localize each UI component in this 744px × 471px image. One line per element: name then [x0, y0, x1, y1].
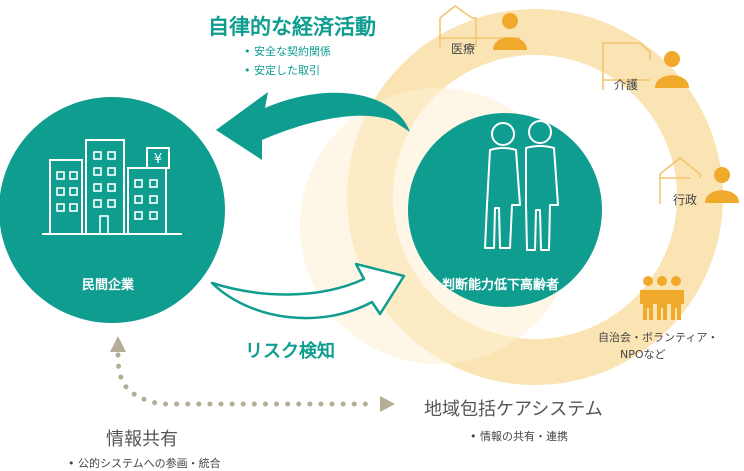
info-share-bullet: • 公的システムへの参画・統合 — [68, 457, 221, 470]
company-label: 民間企業 — [82, 278, 135, 293]
community-label-1: 自治会・ボランティア・ — [598, 331, 719, 344]
elderly-couple-icon — [484, 120, 559, 251]
yen-mark: ¥ — [154, 152, 162, 167]
top-bullet-1: • 安全な契約関係 — [244, 45, 331, 58]
role-care-icon — [602, 42, 689, 90]
elderly-label: 判断能力低下高齢者 — [442, 278, 560, 293]
top-bullet-1-text: 安全な契約関係 — [254, 45, 331, 58]
community-group-icon — [640, 276, 684, 320]
info-share-title: 情報共有 — [106, 429, 178, 450]
dotted-arrowhead-up — [110, 336, 126, 352]
risk-detection-arrow — [210, 262, 406, 320]
role-medical-label: 医療 — [451, 42, 476, 56]
top-bullet-2-text: 安定した取引 — [254, 64, 320, 77]
economic-activity-arrow — [216, 92, 410, 160]
building-icon — [42, 139, 182, 235]
risk-label: リスク検知 — [245, 341, 335, 362]
role-admin-icon — [659, 156, 739, 204]
dotted-arrowhead-right — [380, 396, 395, 412]
top-title: 自律的な経済活動 — [208, 15, 376, 39]
community-label-2: NPOなど — [620, 348, 666, 361]
care-system-bullet: • 情報の共有・連携 — [470, 430, 568, 443]
role-care-label: 介護 — [614, 78, 639, 92]
info-share-bullet-text: 公的システムへの参画・統合 — [78, 457, 221, 470]
elderly-circle — [408, 113, 602, 307]
care-system-title: 地域包括ケアシステム — [424, 399, 603, 420]
role-medical-icon — [439, 4, 527, 50]
role-admin-label: 行政 — [673, 193, 698, 207]
care-system-bullet-text: 情報の共有・連携 — [480, 430, 568, 443]
top-bullet-2: • 安定した取引 — [244, 64, 320, 77]
